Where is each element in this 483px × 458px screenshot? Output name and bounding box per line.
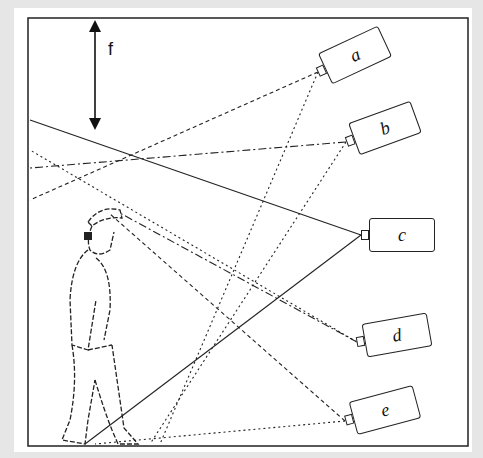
dimension-label: f bbox=[106, 40, 115, 58]
ear bbox=[84, 232, 92, 240]
panel bbox=[14, 8, 472, 452]
sight-lines bbox=[30, 72, 361, 444]
camera-letter: b bbox=[378, 118, 393, 138]
camera-lens bbox=[361, 230, 369, 240]
camera-lens bbox=[356, 336, 366, 347]
camera-box: c bbox=[369, 218, 435, 252]
camera-letter: c bbox=[398, 226, 406, 244]
camera-letter: e bbox=[379, 400, 391, 419]
person-figure bbox=[62, 209, 138, 444]
camera-letter: d bbox=[391, 325, 403, 344]
dimension-arrow bbox=[89, 20, 101, 130]
room-frame bbox=[28, 18, 468, 446]
camera-lens bbox=[344, 414, 354, 426]
camera-letter: a bbox=[347, 45, 363, 65]
